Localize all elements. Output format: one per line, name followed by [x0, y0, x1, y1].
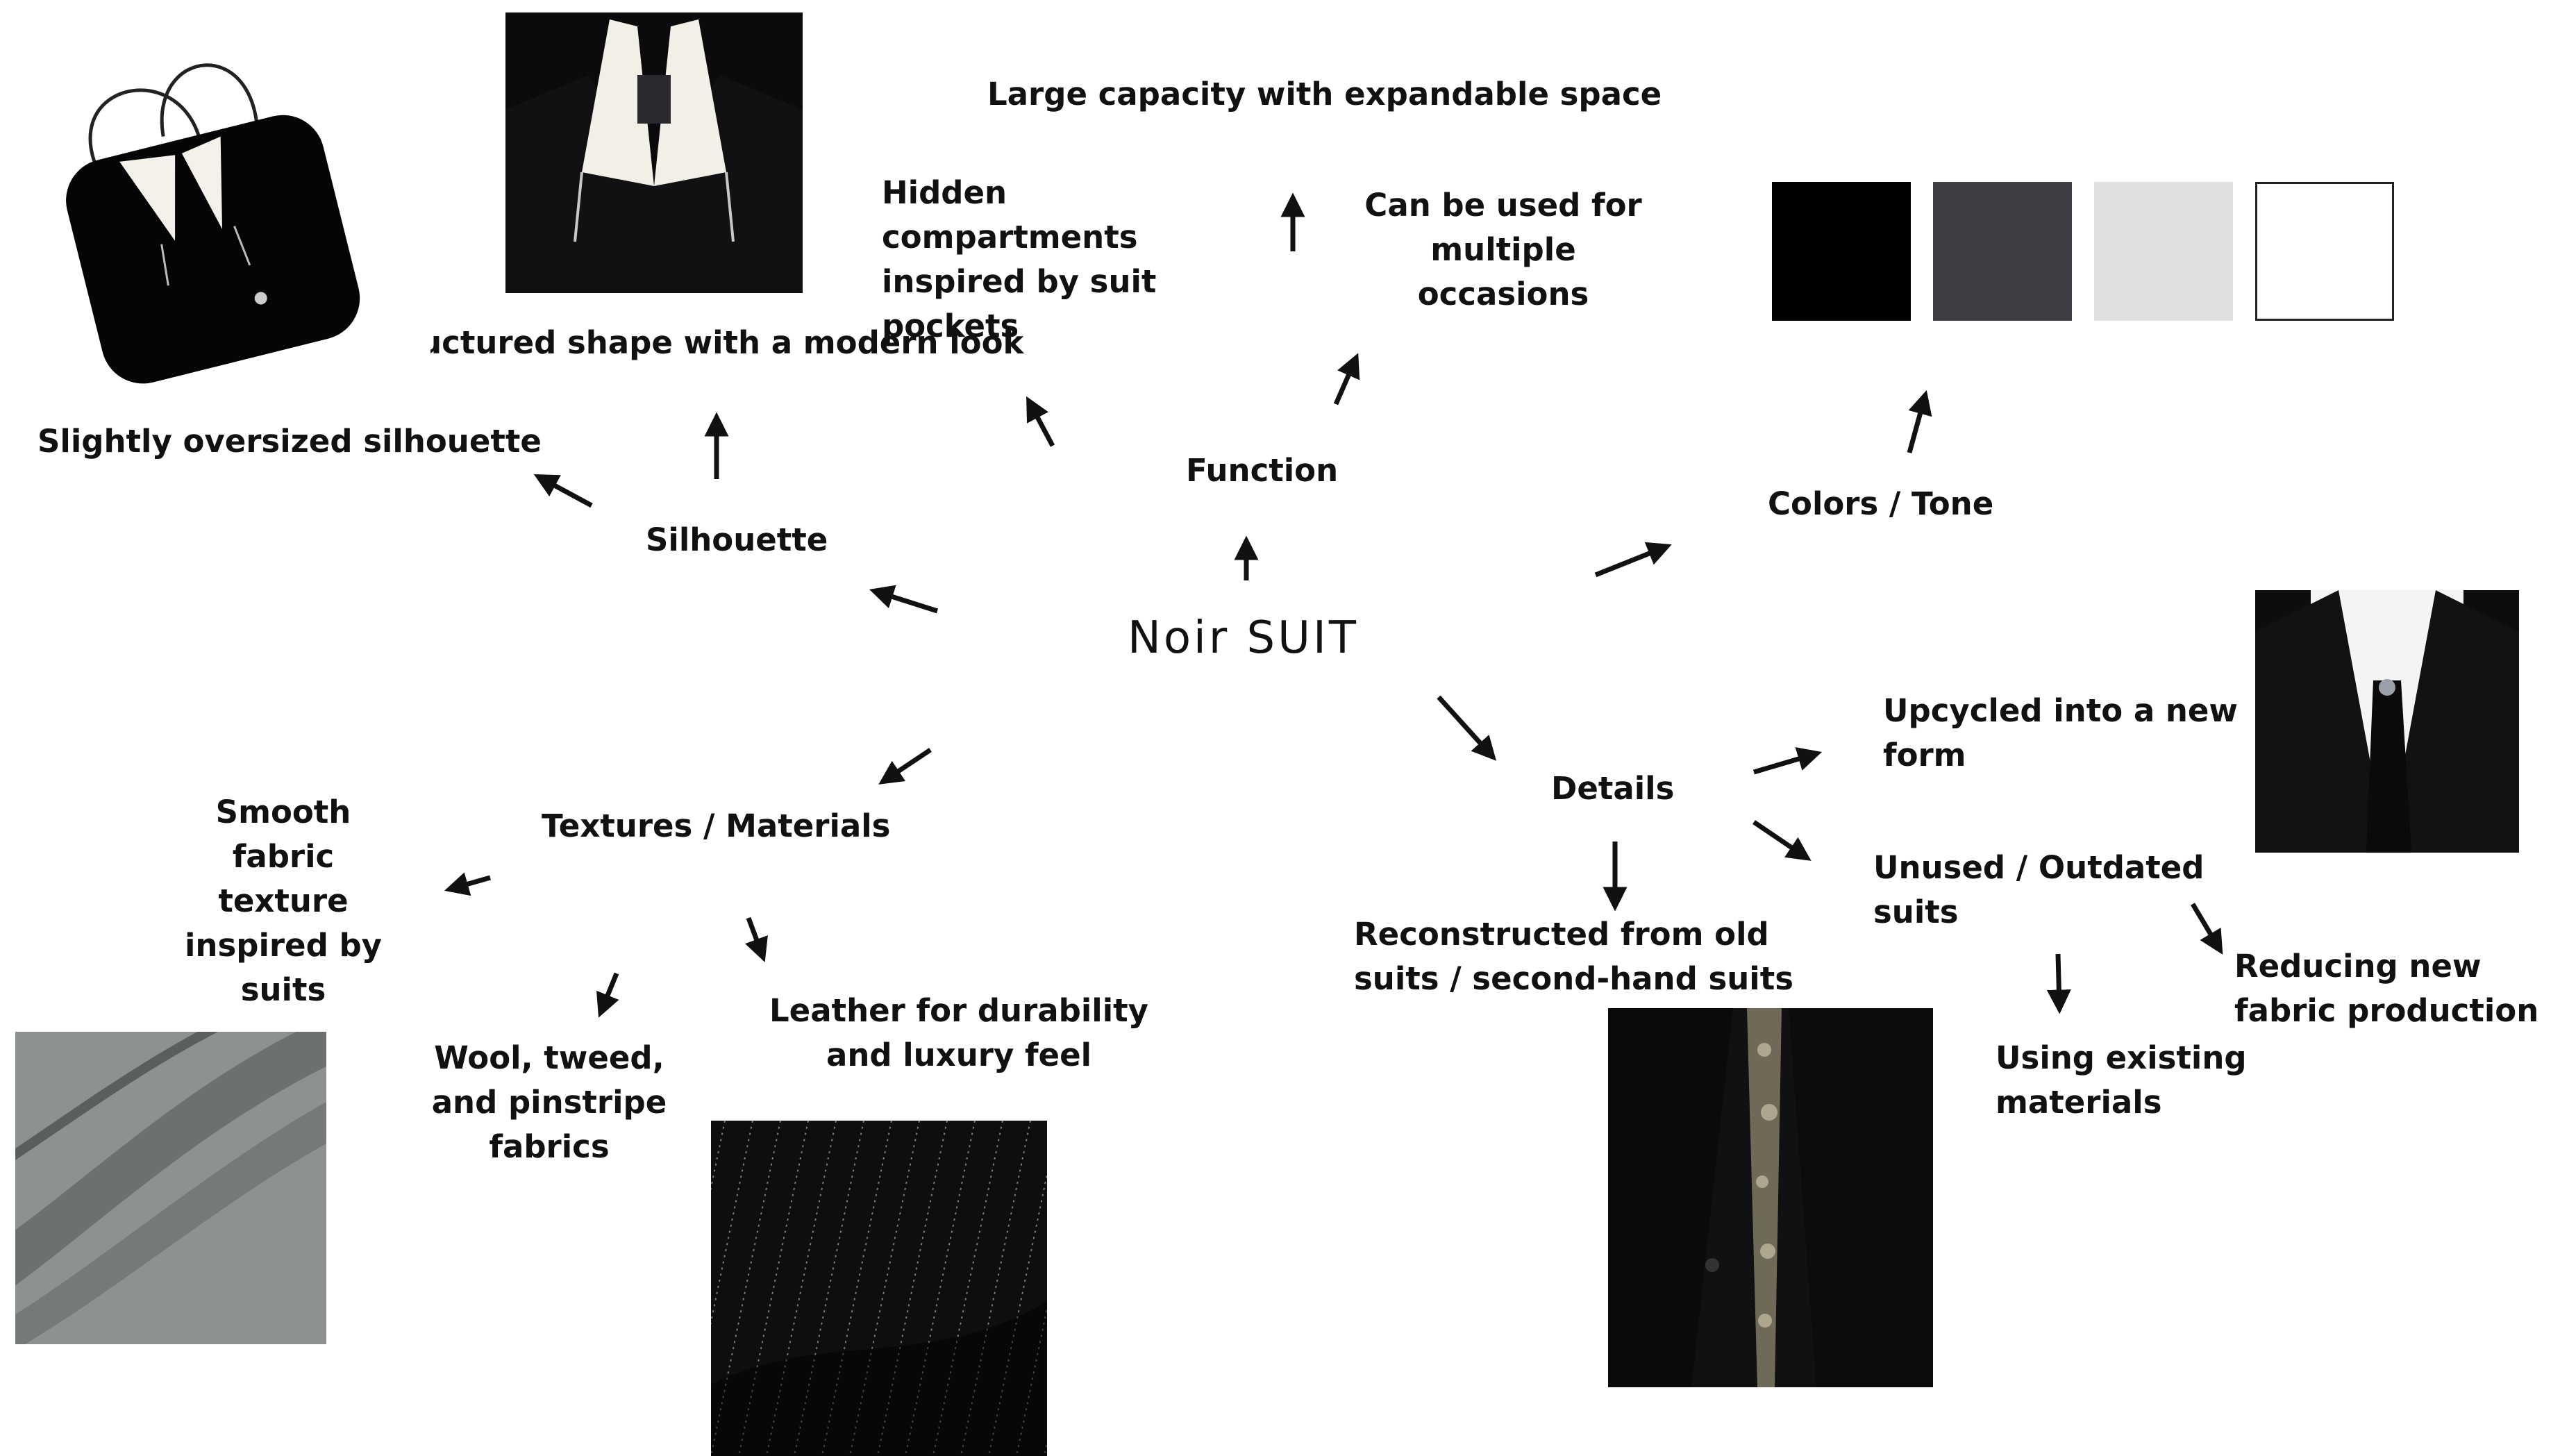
branch-details: Details [1551, 770, 1675, 807]
details-reducing-fabric: Reducing new fabric production [2234, 948, 2539, 1029]
arrow-function-multiple-occasions [1333, 353, 1360, 405]
pinstripe-fabric-photo [711, 1121, 1047, 1456]
color-swatch-white [2255, 182, 2394, 321]
arrow-to-silhouette [869, 585, 939, 614]
arrow-silhouette-oversized [533, 474, 593, 508]
bag-photo [14, 21, 430, 410]
details-existing-materials: Using existing materials [1996, 1039, 2247, 1121]
details-unused: Unused / Outdated suits [1873, 849, 2205, 930]
arrow-function-hidden-compartments [1026, 396, 1055, 447]
textures-smooth: Smooth fabric texture inspired by suits [184, 794, 383, 1008]
arrow-details-upcycled [1753, 747, 1823, 775]
branch-textures: Textures / Materials [542, 808, 891, 844]
collar-jacket-photo [505, 12, 803, 293]
arrow-details-unused [1752, 820, 1812, 861]
function-multiple-occasions: Can be used for multiple occasions [1364, 187, 1642, 312]
color-swatch-black [1772, 182, 1911, 321]
textures-leather: Leather for durability and luxury feel [769, 992, 1148, 1073]
jacket-tie-photo [1608, 1008, 1933, 1387]
arrow-to-colors [1594, 542, 1672, 578]
function-large-capacity: Large capacity with expandable space [987, 76, 1662, 112]
arrow-unused-existing [2046, 953, 2071, 1014]
textures-wool: Wool, tweed, and pinstripe fabrics [431, 1039, 667, 1165]
branch-silhouette: Silhouette [646, 521, 828, 558]
arrow-colors-swatches [1907, 390, 1932, 453]
arrow-unused-reducing [2190, 903, 2223, 955]
shirt-tie-photo [2255, 590, 2519, 853]
color-swatch-charcoal [1933, 182, 2072, 321]
arrow-textures-smooth [444, 872, 491, 896]
arrow-textures-wool [596, 972, 619, 1018]
branch-colors: Colors / Tone [1768, 485, 1994, 522]
details-upcycled: Upcycled into a new form [1883, 692, 2238, 773]
arrow-textures-leather [745, 917, 768, 962]
gray-fabric-photo [15, 1032, 326, 1344]
diagram-title: Noir SUIT [1128, 612, 1359, 664]
arrow-to-textures [878, 748, 932, 785]
color-swatch-light-gray [2094, 182, 2233, 321]
arrow-to-details [1437, 695, 1497, 761]
silhouette-structured: Structured shape with a modern look [367, 324, 1024, 361]
silhouette-oversized: Slightly oversized silhouette [37, 423, 542, 460]
details-reconstructed: Reconstructed from old suits / second-ha… [1354, 916, 1793, 997]
function-hidden-compartments: Hidden compartments inspired by suit poc… [882, 174, 1157, 344]
branch-function: Function [1186, 452, 1339, 489]
